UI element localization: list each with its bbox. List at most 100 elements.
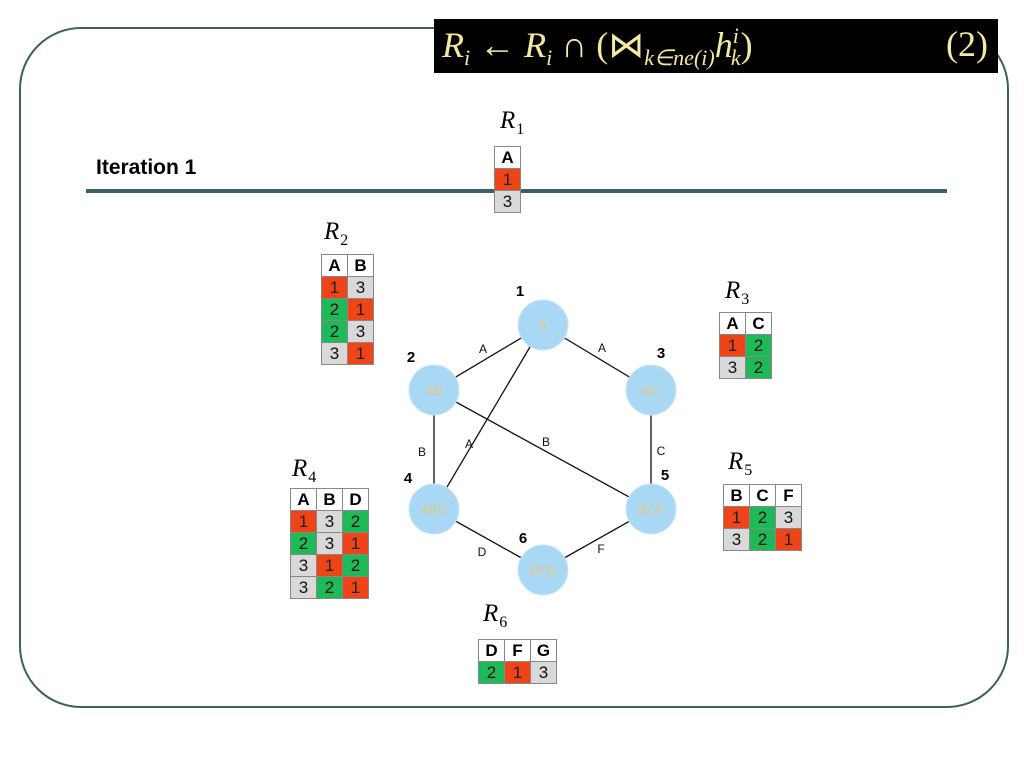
table-cell: 2: [290, 532, 317, 555]
graph-node-5: [625, 483, 677, 535]
column-header: G: [530, 639, 557, 662]
edge-label: D: [478, 545, 487, 559]
table-cell: 2: [342, 554, 369, 577]
table-row: 3: [494, 190, 521, 213]
table-cell: 1: [494, 168, 521, 191]
table-cell: 3: [290, 576, 317, 599]
edge-label: B: [542, 435, 550, 449]
node-number: 4: [404, 470, 413, 487]
graph-edge-1-4: [433, 324, 544, 510]
table-cell: 3: [316, 532, 343, 555]
relation-label-r6: R6: [483, 600, 508, 631]
node-number: 3: [657, 345, 665, 362]
column-header: A: [494, 146, 521, 169]
formula-expression: Ri ← Ri ∩ (⋈k∈ne(i)hik): [442, 23, 753, 70]
table-cell: 2: [321, 298, 348, 321]
node-number: 1: [516, 283, 524, 300]
edge-label: A: [465, 437, 473, 451]
formula-number: (2): [946, 24, 988, 64]
table-row: 1: [494, 168, 521, 191]
node-label: ABD: [421, 502, 448, 517]
relation-label-r4: R4: [292, 455, 317, 486]
node-label: BCF: [638, 502, 664, 517]
table-cell: 3: [347, 276, 374, 299]
table-cell: 3: [775, 506, 802, 529]
node-label: DFG: [529, 563, 556, 578]
edge-label: A: [479, 342, 487, 356]
column-header: A: [719, 312, 746, 335]
column-header: B: [347, 254, 374, 277]
column-header: F: [775, 484, 802, 507]
table-cell: 1: [321, 276, 348, 299]
edge-label: F: [597, 542, 604, 556]
table-cell: 3: [316, 510, 343, 533]
table-cell: 1: [504, 661, 531, 684]
graph-edge-2-5: [433, 389, 652, 510]
table-cell: 1: [342, 532, 369, 555]
table-cell: 1: [316, 554, 343, 577]
relation-label-r1: R1: [500, 107, 525, 138]
column-header: C: [745, 312, 772, 335]
table-cell: 2: [749, 506, 776, 529]
table-cell: 2: [342, 510, 369, 533]
table-cell: 2: [745, 334, 772, 357]
column-header: D: [342, 488, 369, 511]
node-number: 5: [661, 467, 669, 484]
table-cell: 1: [723, 506, 750, 529]
edge-label: B: [418, 445, 426, 459]
table-cell: 1: [342, 576, 369, 599]
graph-node-6: [517, 544, 569, 596]
table-cell: 1: [775, 528, 802, 551]
node-number: 6: [519, 530, 527, 547]
formula-banner: Ri ← Ri ∩ (⋈k∈ne(i)hik) (2): [434, 19, 998, 73]
column-header: A: [321, 254, 348, 277]
table-cell: 3: [719, 356, 746, 379]
graph-node-3: [625, 364, 677, 416]
table-cell: 3: [321, 342, 348, 365]
table-cell: 3: [347, 320, 374, 343]
node-label: A: [539, 318, 548, 333]
table-cell: 1: [290, 510, 317, 533]
table-cell: 1: [347, 342, 374, 365]
table-cell: 3: [530, 661, 557, 684]
table-cell: 2: [478, 661, 505, 684]
table-cell: 2: [745, 356, 772, 379]
column-header: B: [316, 488, 343, 511]
table-cell: 3: [494, 190, 521, 213]
relation-label-r5: R5: [728, 448, 753, 479]
node-label: AB: [425, 383, 442, 398]
column-header: D: [478, 639, 505, 662]
graph-node-2: [408, 364, 460, 416]
table-cell: 2: [749, 528, 776, 551]
relation-label-r2: R2: [324, 218, 349, 249]
table-cell: 3: [290, 554, 317, 577]
table-cell: 2: [321, 320, 348, 343]
iteration-title: Iteration 1: [96, 156, 197, 179]
graph-node-4: [408, 483, 460, 535]
column-header: B: [723, 484, 750, 507]
edge-label: A: [598, 341, 606, 355]
node-label: AC: [642, 383, 660, 398]
column-header: A: [290, 488, 317, 511]
edge-label: C: [657, 444, 666, 458]
column-header: F: [504, 639, 531, 662]
relation-label-r3: R3: [725, 277, 750, 308]
column-header: C: [749, 484, 776, 507]
